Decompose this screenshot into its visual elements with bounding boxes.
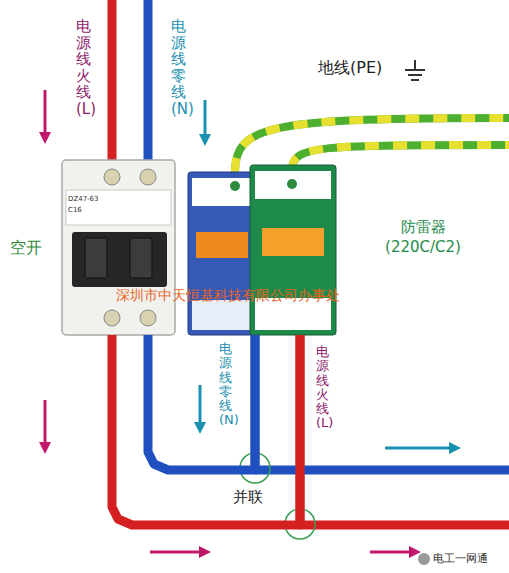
node-label: 空开 — [10, 238, 42, 259]
ground-symbol — [405, 60, 425, 80]
surge-protector-body — [188, 165, 336, 335]
live-wire — [112, 335, 300, 525]
watermark: 电工一网通 — [433, 551, 488, 566]
wire-label: 电源线零线(N) — [219, 342, 232, 428]
rating-label: C16 — [68, 206, 82, 214]
ground-label: 地线(PE) — [318, 58, 382, 79]
neutral-wire-in — [144, 0, 153, 172]
model-number: DZ47-63 — [68, 195, 99, 203]
surge-protector-node: 防雷器 (220C/C2) — [185, 160, 340, 335]
pe-wires — [235, 118, 509, 172]
wire-label: 电源线火线(L) — [76, 18, 91, 117]
neutral-wire-out — [255, 466, 509, 475]
junction-label: 并联 — [233, 488, 263, 507]
node-label: 防雷器 (220C/C2) — [373, 218, 473, 257]
wire-label: 电源线火线(L) — [316, 345, 329, 431]
wire-label: 电源线零线(N) — [171, 18, 186, 117]
neutral-wire — [148, 335, 255, 470]
flow-arrows — [45, 90, 455, 552]
watermark: 深圳市中天恒基科技有限公司办事处 — [116, 287, 340, 305]
breaker-body — [62, 160, 175, 335]
live-wire-out — [300, 521, 509, 530]
breaker-node: 空开 — [62, 160, 175, 335]
live-wire-in — [108, 0, 117, 172]
wechat-icon — [418, 553, 430, 565]
